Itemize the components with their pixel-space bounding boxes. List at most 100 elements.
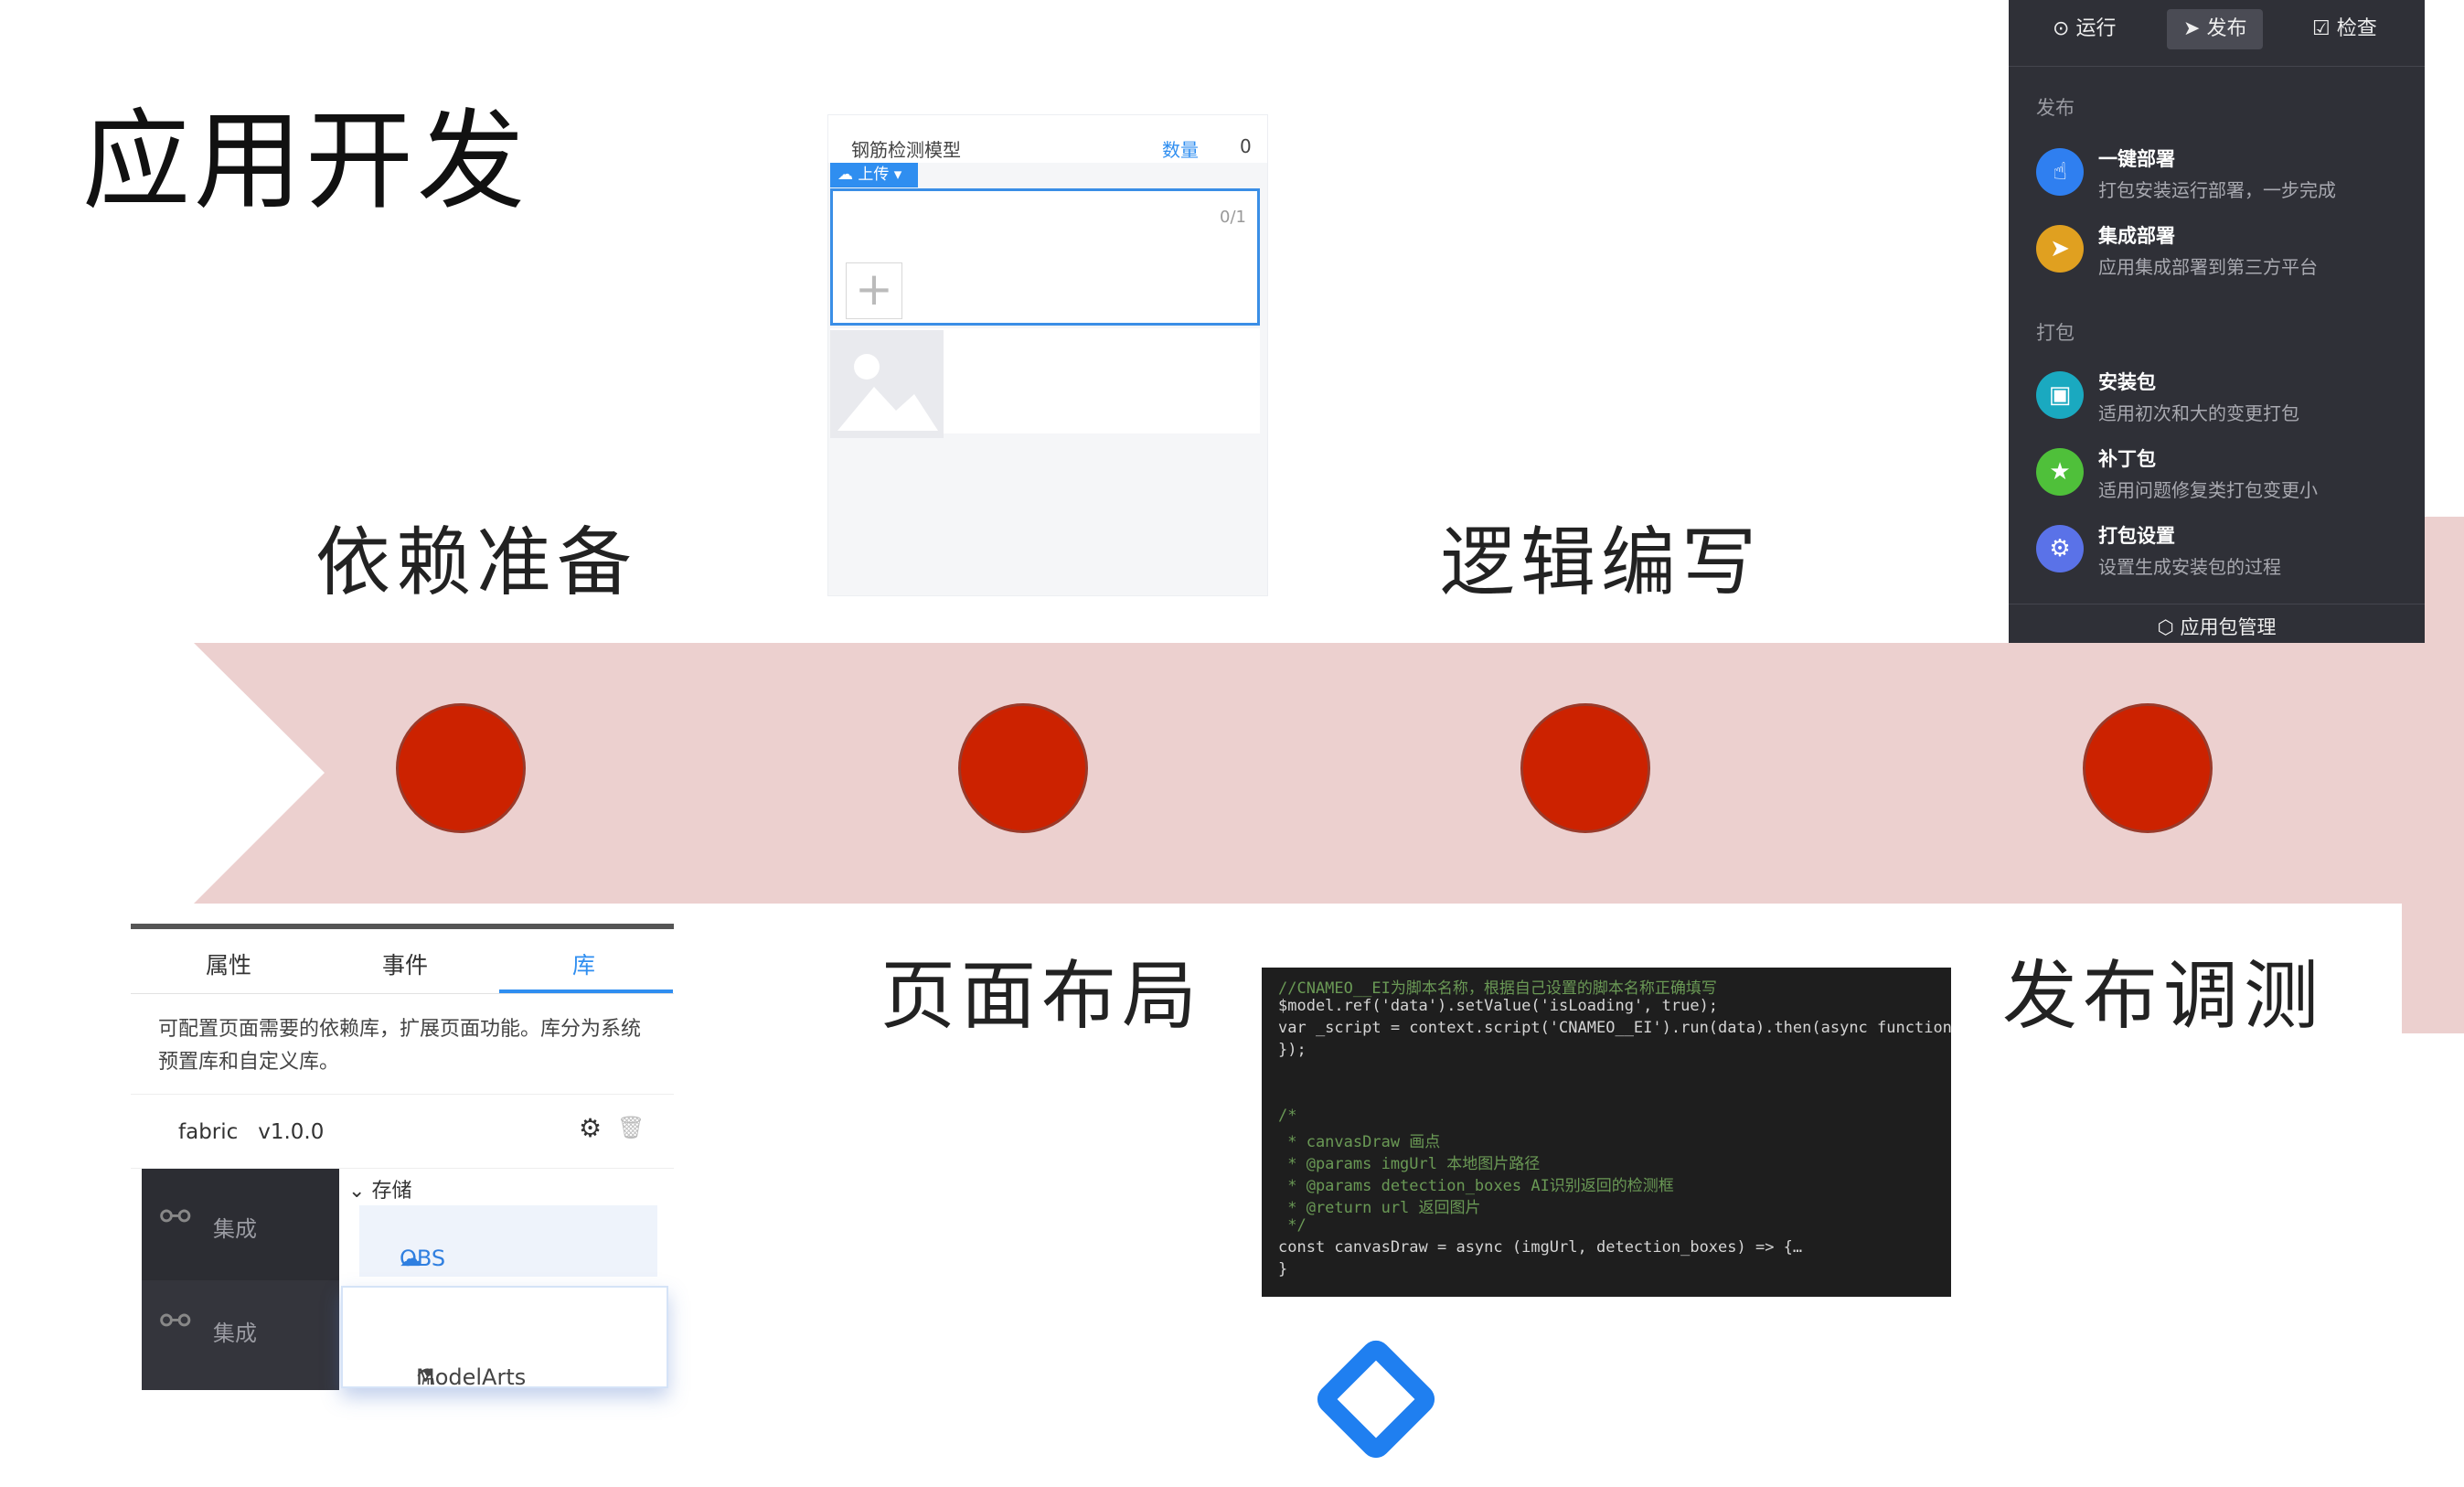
- code-line: const canvasDraw = async (imgUrl, detect…: [1278, 1238, 1803, 1257]
- play-icon: ⊙: [2053, 17, 2076, 40]
- library-row[interactable]: fabric v1.0.0 ⚙ 🗑: [131, 1094, 674, 1169]
- menu-item-patch-package[interactable]: ★ 补丁包 适用问题修复类打包变更小: [2036, 443, 2420, 508]
- menu-item-install-package[interactable]: ▣ 安装包 适用初次和大的变更打包: [2036, 366, 2420, 432]
- item-title: 补丁包: [2098, 448, 2156, 470]
- library-description: 可配置页面需要的依赖库，扩展页面功能。库分为系统预置库和自定义库。: [158, 1018, 642, 1074]
- item-title: 安装包: [2098, 371, 2156, 393]
- code-line: * canvasDraw 画点: [1278, 1133, 1441, 1151]
- stage-label: 逻辑编写: [1440, 519, 1763, 606]
- app-package-management-link[interactable]: ⬡ 应用包管理: [2009, 604, 2425, 644]
- hand-icon: ☝: [2036, 148, 2084, 196]
- panel-toolbar: ⊙ 运行 ➤ 发布 ☑ 检查: [2009, 0, 2425, 67]
- code-line: $model.ref('data').setValue('isLoading',…: [1278, 997, 1719, 1015]
- code-line: * @params imgUrl 本地图片路径: [1278, 1155, 1541, 1173]
- cloud-upload-icon: ☁: [837, 166, 859, 184]
- code-line: * @params detection_boxes AI识别返回的检测框: [1278, 1177, 1674, 1195]
- publish-panel: ⊙ 运行 ➤ 发布 ☑ 检查 发布 ☝ 一键部署 打包安装运行部署，一步完成 ➤…: [2009, 0, 2425, 643]
- upload-drop-area[interactable]: 0/1 +: [830, 188, 1260, 326]
- code-line: var _script = context.script('CNAMEO__EI…: [1278, 1019, 1951, 1037]
- code-line: //CNAMEO__EI为脚本名称，根据自己设置的脚本名称正确填写: [1278, 979, 1717, 998]
- image-placeholder-icon: [830, 330, 944, 438]
- active-tab-indicator: [499, 990, 673, 993]
- tab-library[interactable]: 库: [572, 952, 596, 979]
- sidebar-item-label: 集成: [213, 1216, 257, 1242]
- checkbox-icon: ☑: [2312, 17, 2337, 40]
- item-title: 集成部署: [2098, 225, 2175, 247]
- upload-button-label: 上传: [858, 166, 890, 184]
- publish-label: 发布: [2206, 17, 2247, 40]
- box-icon: ⬡: [2157, 616, 2181, 638]
- menu-item-one-click-deploy[interactable]: ☝ 一键部署 打包安装运行部署，一步完成: [2036, 143, 2420, 209]
- stage-dot: [396, 703, 526, 833]
- storage-group-header[interactable]: ⌄ 存储: [348, 1174, 411, 1204]
- count-value: 0: [1240, 135, 1252, 157]
- entry-label: OBS: [400, 1246, 446, 1271]
- stage-label: 发布调测: [2002, 953, 2325, 1040]
- send-icon: ➤: [2183, 17, 2207, 40]
- tab-events[interactable]: 事件: [382, 952, 429, 979]
- flask-icon: ⚗: [416, 1364, 436, 1390]
- group-label: 存储: [371, 1180, 412, 1203]
- menu-item-integrated-deploy[interactable]: ➤ 集成部署 应用集成部署到第三方平台: [2036, 219, 2420, 285]
- tab-properties[interactable]: 属性: [206, 952, 252, 979]
- item-title: 一键部署: [2098, 148, 2175, 170]
- model-name: 钢筋检测模型: [851, 139, 961, 161]
- thumbnail-area: [830, 328, 1260, 438]
- library-entry-modelarts[interactable]: ⚗ ModelArts: [341, 1286, 668, 1390]
- library-entry-obs[interactable]: ☁ OBS: [359, 1205, 657, 1277]
- upload-header: 钢筋检测模型 数量 0: [828, 115, 1267, 163]
- footer-label: 应用包管理: [2180, 616, 2277, 638]
- add-image-button[interactable]: +: [846, 262, 902, 319]
- item-desc: 打包安装运行部署，一步完成: [2098, 179, 2336, 201]
- chevron-down-icon: ⌄: [348, 1180, 372, 1203]
- code-editor[interactable]: //CNAMEO__EI为脚本名称，根据自己设置的脚本名称正确填写 $model…: [1262, 968, 1951, 1297]
- star-icon: ★: [2036, 448, 2084, 496]
- stage-dot: [2083, 703, 2213, 833]
- sidebar-item-label: 集成: [213, 1321, 257, 1346]
- section-package: 打包: [2036, 322, 2075, 344]
- link-icon: ⚯: [160, 1300, 191, 1343]
- upload-ratio: 0/1: [1220, 208, 1246, 227]
- stage-label: 依赖准备: [315, 519, 638, 606]
- run-label: 运行: [2075, 17, 2117, 40]
- code-line: */: [1278, 1216, 1307, 1235]
- cloud-icon: ☁: [400, 1246, 421, 1271]
- count-label[interactable]: 数量: [1162, 139, 1199, 161]
- properties-panel: 属性 事件 库 可配置页面需要的依赖库，扩展页面功能。库分为系统预置库和自定义库…: [131, 924, 674, 1416]
- chevron-down-icon: ▾: [889, 166, 902, 184]
- check-button[interactable]: ☑ 检查: [2296, 9, 2394, 49]
- code-line: });: [1278, 1041, 1307, 1059]
- sidebar-item-integration[interactable]: ⚯ 集成: [142, 1280, 339, 1390]
- arrow-band: [194, 517, 2464, 1033]
- paper-plane-icon: ➤: [2036, 225, 2084, 273]
- settings-gear-icon[interactable]: ⚙: [579, 1113, 603, 1143]
- check-label: 检查: [2336, 17, 2377, 40]
- entry-label: ModelArts: [416, 1364, 527, 1390]
- trash-icon[interactable]: 🗑: [617, 1115, 645, 1140]
- sidebar-item-integration[interactable]: ⚯ 集成: [142, 1169, 339, 1280]
- item-title: 打包设置: [2098, 525, 2175, 547]
- package-icon: ▣: [2036, 371, 2084, 419]
- section-publish: 发布: [2036, 97, 2075, 119]
- link-icon: ⚯: [160, 1196, 191, 1238]
- code-line: }: [1278, 1260, 1288, 1278]
- item-desc: 适用问题修复类打包变更小: [2098, 479, 2318, 501]
- upload-widget: 钢筋检测模型 数量 0 ☁ 上传 ▾ 0/1 +: [827, 114, 1268, 596]
- item-desc: 应用集成部署到第三方平台: [2098, 256, 2318, 278]
- item-desc: 适用初次和大的变更打包: [2098, 402, 2299, 424]
- library-name: fabric v1.0.0: [178, 1120, 325, 1144]
- publish-button[interactable]: ➤ 发布: [2167, 9, 2264, 49]
- page-title: 应用开发: [82, 98, 529, 224]
- code-line: /*: [1278, 1107, 1297, 1125]
- run-button[interactable]: ⊙ 运行: [2036, 9, 2132, 49]
- upload-button[interactable]: ☁ 上传 ▾: [830, 163, 918, 187]
- stage-label: 页面布局: [880, 953, 1203, 1040]
- stage-dot: [1520, 703, 1650, 833]
- gear-icon: ⚙: [2036, 525, 2084, 572]
- panel-tabs: 属性 事件 库: [131, 929, 674, 994]
- code-line: * @return url 返回图片: [1278, 1199, 1481, 1217]
- menu-item-package-settings[interactable]: ⚙ 打包设置 设置生成安装包的过程: [2036, 519, 2420, 585]
- stage-dot: [958, 703, 1088, 833]
- item-desc: 设置生成安装包的过程: [2098, 556, 2281, 578]
